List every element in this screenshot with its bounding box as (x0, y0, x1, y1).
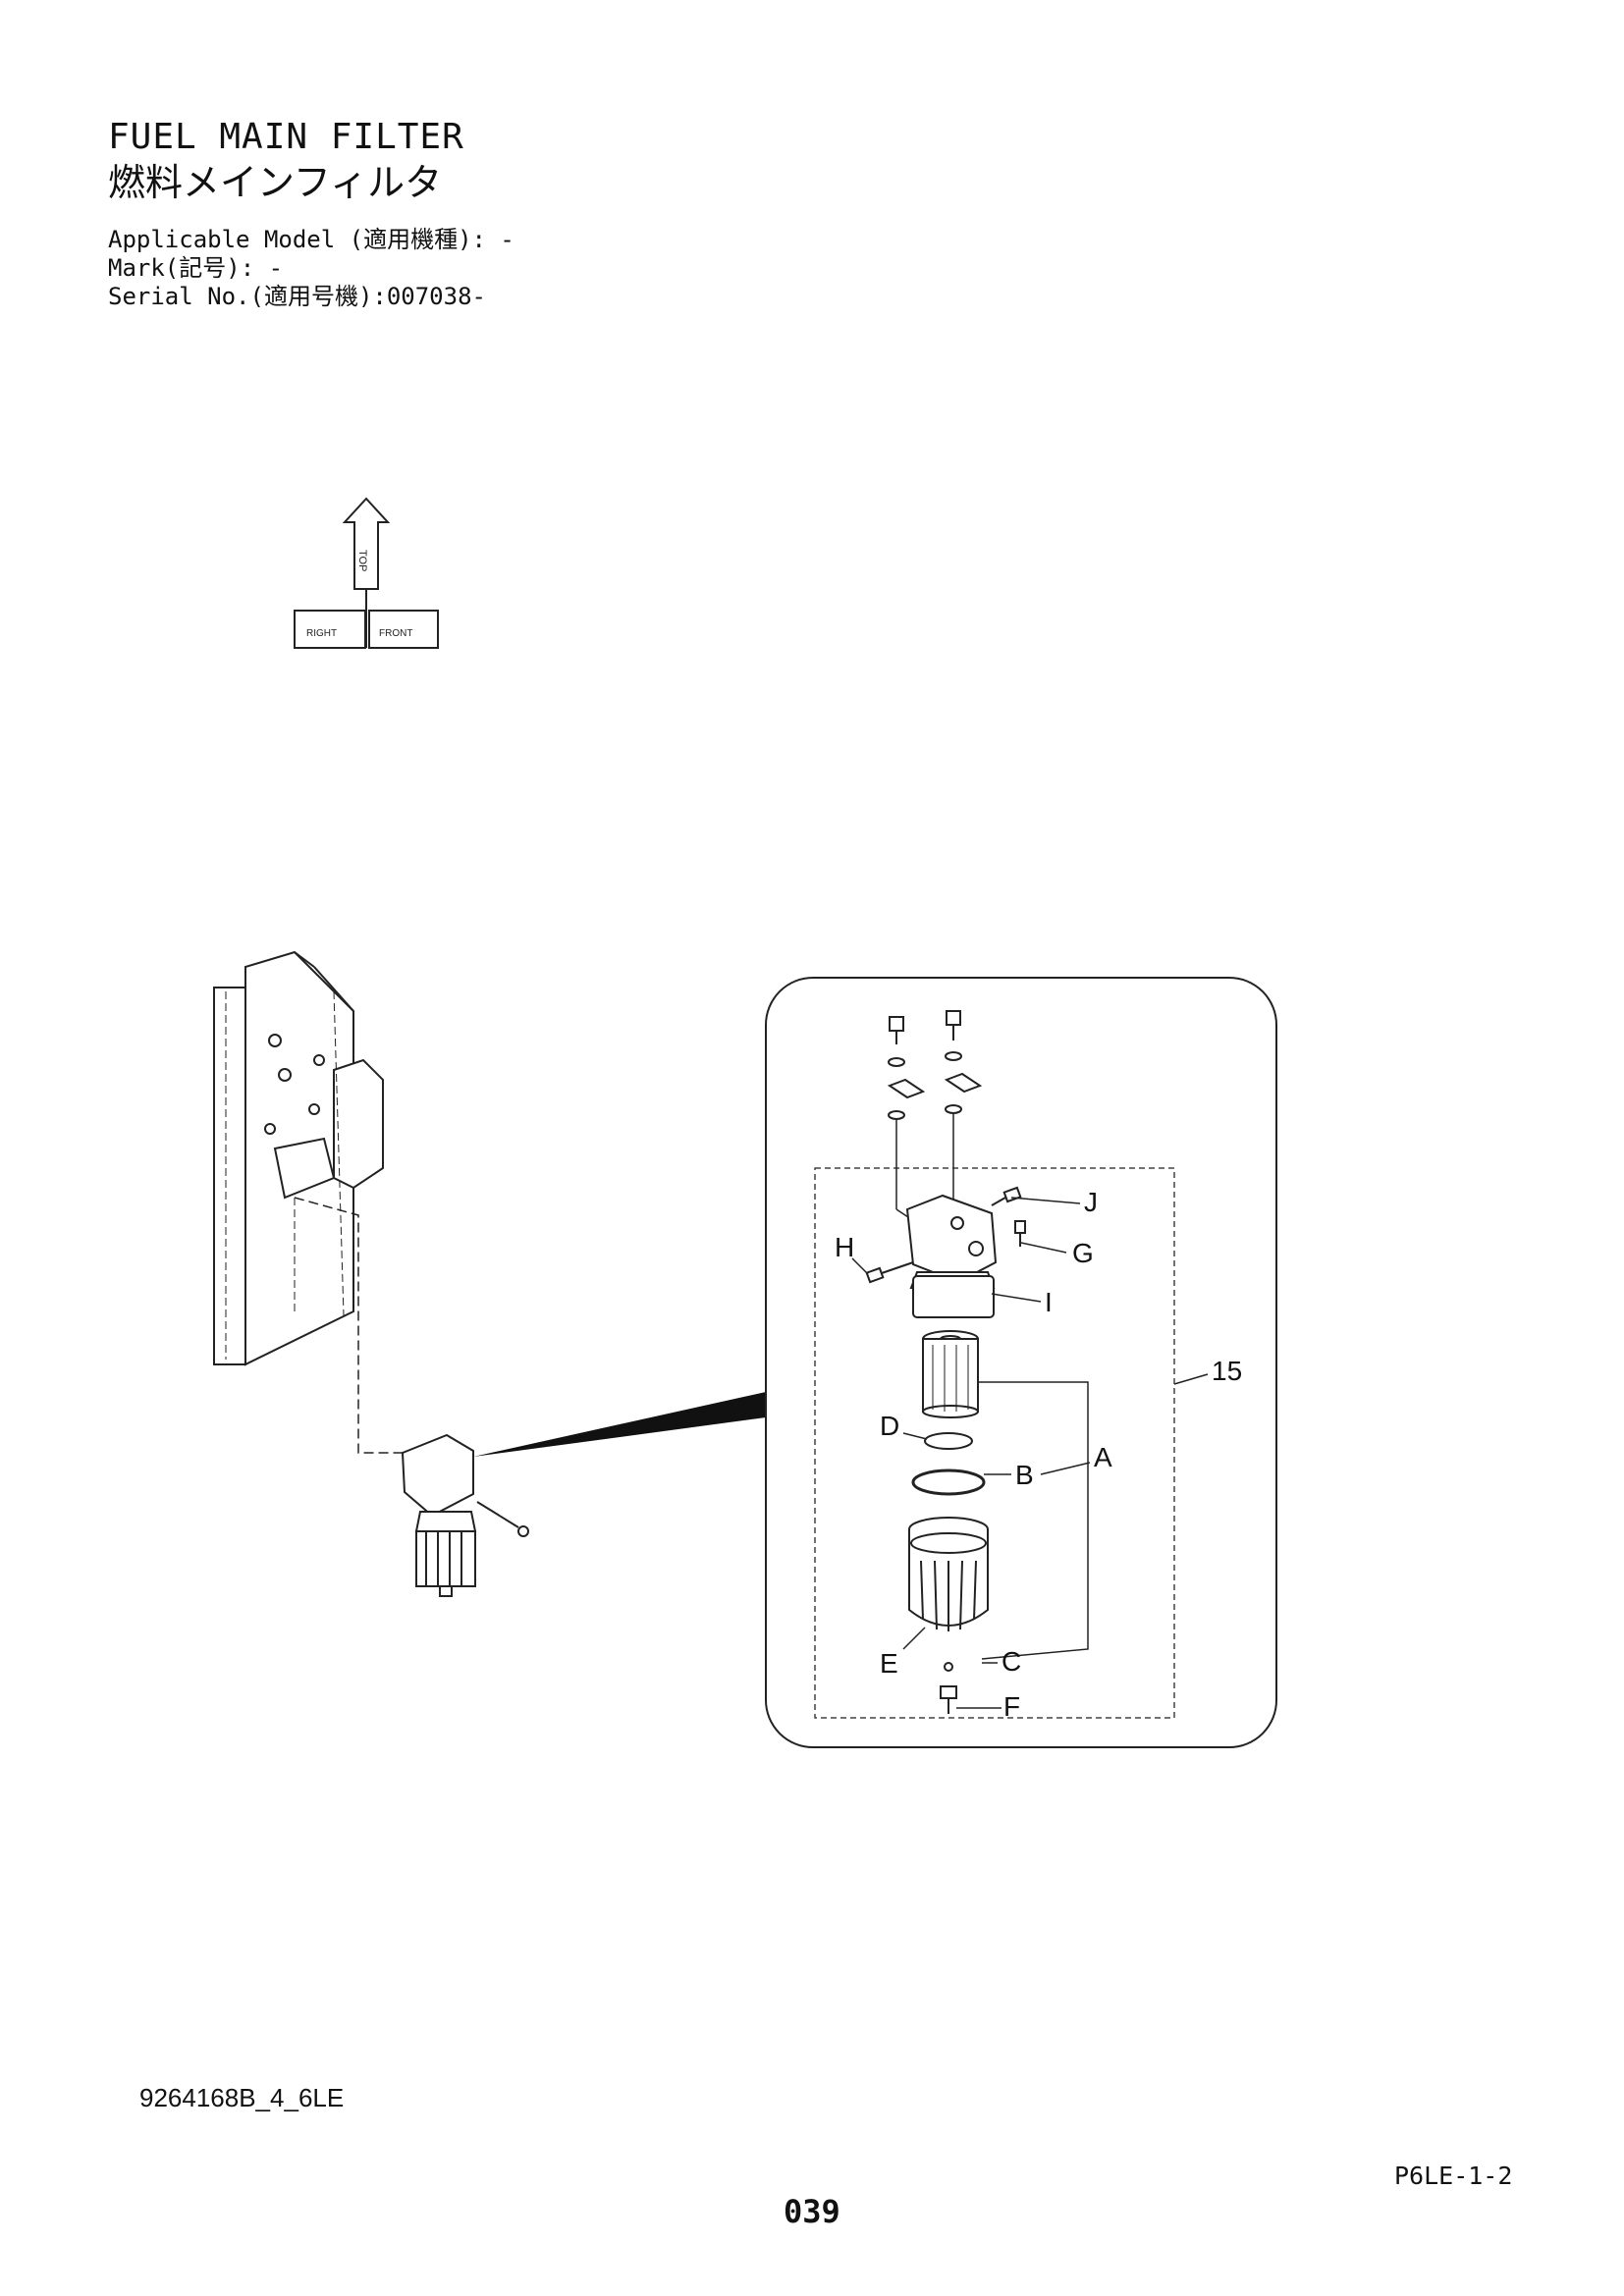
mark: Mark(記号): - (108, 254, 284, 282)
front-arrow-icon (368, 610, 439, 649)
document-code: 9264168B_4_6LE (139, 2083, 345, 2112)
assembly-boundary (814, 1167, 1175, 1719)
page-title: FUEL MAIN FILTER (108, 117, 464, 157)
callout-h: H (835, 1232, 854, 1262)
page-title-japanese: 燃料メインフィルタ (108, 161, 443, 204)
seal-c (944, 1662, 953, 1672)
filter-head (905, 1194, 998, 1318)
page-reference: P6LE-1-2 (1394, 2162, 1513, 2190)
filter-bowl (908, 1517, 989, 1631)
page-header: FUEL MAIN FILTER 燃料メインフィルタ Applicable Mo… (108, 116, 514, 311)
orientation-indicator: TOP RIGHT FRONT (294, 497, 439, 649)
drain-plug (940, 1685, 957, 1714)
callout-e: E (880, 1648, 898, 1679)
callout-b: B (1015, 1460, 1034, 1490)
callout-assembly-15: 15 (1212, 1356, 1242, 1386)
applicable-model: Applicable Model (適用機種): - (108, 226, 514, 253)
mounting-frame (213, 950, 384, 1366)
callout-c: C (1001, 1646, 1021, 1677)
callout-a: A (1094, 1442, 1112, 1472)
detail-pointer (473, 1392, 766, 1457)
callout-j: J (1084, 1187, 1098, 1217)
o-ring-d (924, 1432, 973, 1450)
filter-element (922, 1330, 979, 1418)
top-arrow-icon (342, 497, 391, 590)
callout-leaders (851, 1197, 1209, 1709)
mounting-leader (294, 1197, 422, 1454)
callout-g: G (1072, 1238, 1094, 1268)
callout-f: F (1003, 1691, 1020, 1722)
serial-number: Serial No.(適用号機):007038- (108, 283, 486, 310)
o-ring-b (911, 1468, 986, 1496)
orientation-top-label: TOP (356, 550, 368, 571)
mounting-bolts (887, 1010, 983, 1228)
orientation-front-label: FRONT (379, 628, 412, 639)
callout-i: I (1045, 1287, 1053, 1317)
callout-d: D (880, 1411, 899, 1441)
detail-frame (765, 977, 1277, 1748)
side-bolts (865, 1186, 1026, 1284)
applicability-info: Applicable Model (適用機種): - Mark(記号): - S… (108, 226, 514, 311)
orientation-right-label: RIGHT (306, 628, 337, 639)
page-number: 039 (784, 2193, 840, 2230)
fuel-filter-overview (401, 1433, 529, 1597)
